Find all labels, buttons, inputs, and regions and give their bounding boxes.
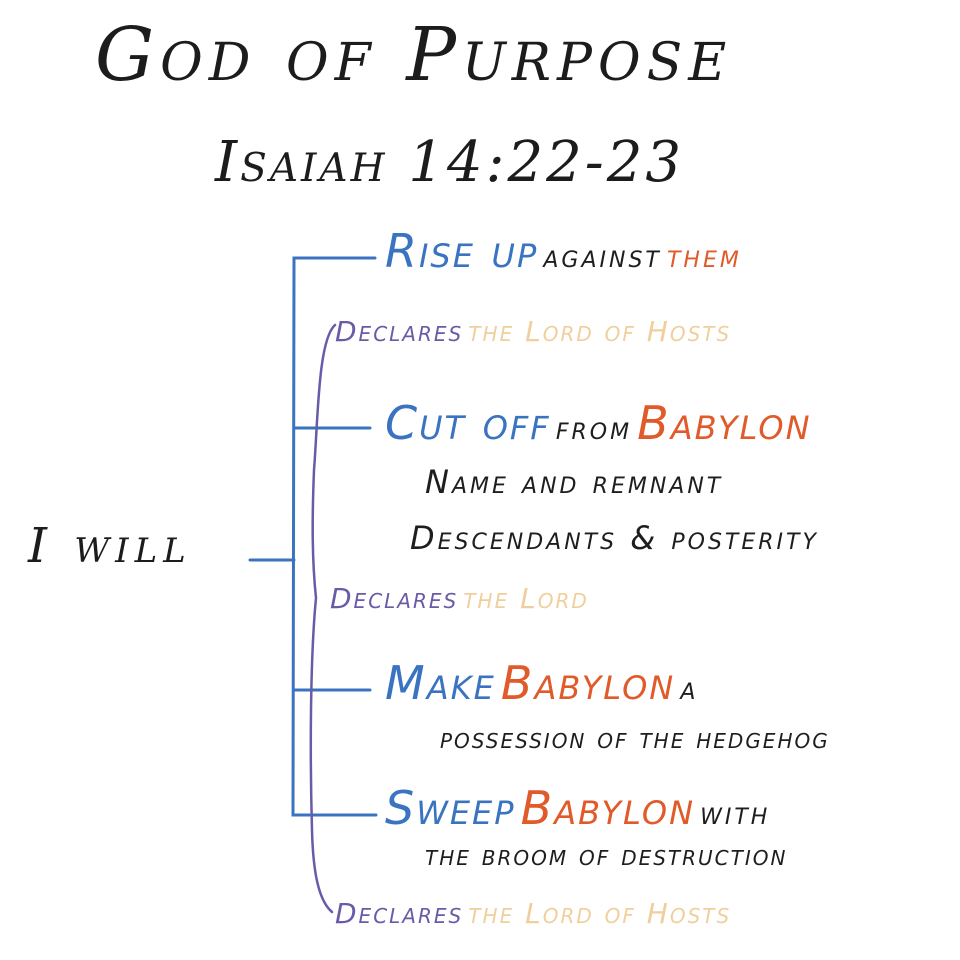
- branch-detail: Descendants & posterity: [410, 519, 819, 557]
- lord-label: the Lord of Hosts: [468, 897, 732, 930]
- branch-detail: possession of the hedgehog: [440, 722, 830, 755]
- branch-detail: Name and remnant: [425, 463, 724, 501]
- branch-target: Babylon: [520, 781, 696, 835]
- branch-cut-off: Cut off from Babylon: [385, 400, 812, 446]
- declaration-3: Declares the Lord of Hosts: [335, 900, 731, 928]
- scripture-reference: Isaiah 14:22-23: [215, 130, 684, 195]
- declaration-1: Declares the Lord of Hosts: [335, 318, 731, 346]
- branch-connector-word: from: [555, 409, 633, 447]
- branch-sweep: Sweep Babylon with: [385, 785, 770, 831]
- root-node: I will: [28, 518, 192, 574]
- branch-detail: the broom of destruction: [425, 839, 788, 872]
- purple-bracket: [309, 323, 337, 914]
- branch-make: Make Babylon a: [385, 660, 698, 706]
- branch-target: Babylon: [500, 656, 676, 710]
- branch-connector-word: a: [680, 669, 699, 707]
- branch-target: them: [666, 237, 742, 275]
- lord-label: the Lord: [463, 582, 589, 615]
- branch-target: Babylon: [637, 396, 812, 450]
- lord-label: the Lord of Hosts: [468, 315, 732, 348]
- page-title: God of Purpose: [95, 12, 733, 98]
- branch-connector-word: with: [700, 794, 771, 832]
- declares-label: Declares: [335, 315, 464, 348]
- branch-rise-up: Rise up against them: [385, 228, 742, 274]
- branch-verb: Make: [385, 656, 496, 710]
- branch-verb: Rise up: [385, 224, 539, 278]
- declares-label: Declares: [330, 582, 459, 615]
- blue-bracket: [291, 256, 378, 817]
- branch-connector-word: against: [543, 237, 662, 275]
- branch-verb: Cut off: [385, 396, 551, 450]
- branch-verb: Sweep: [385, 781, 516, 835]
- declares-label: Declares: [335, 897, 464, 930]
- declaration-2: Declares the Lord: [330, 585, 589, 613]
